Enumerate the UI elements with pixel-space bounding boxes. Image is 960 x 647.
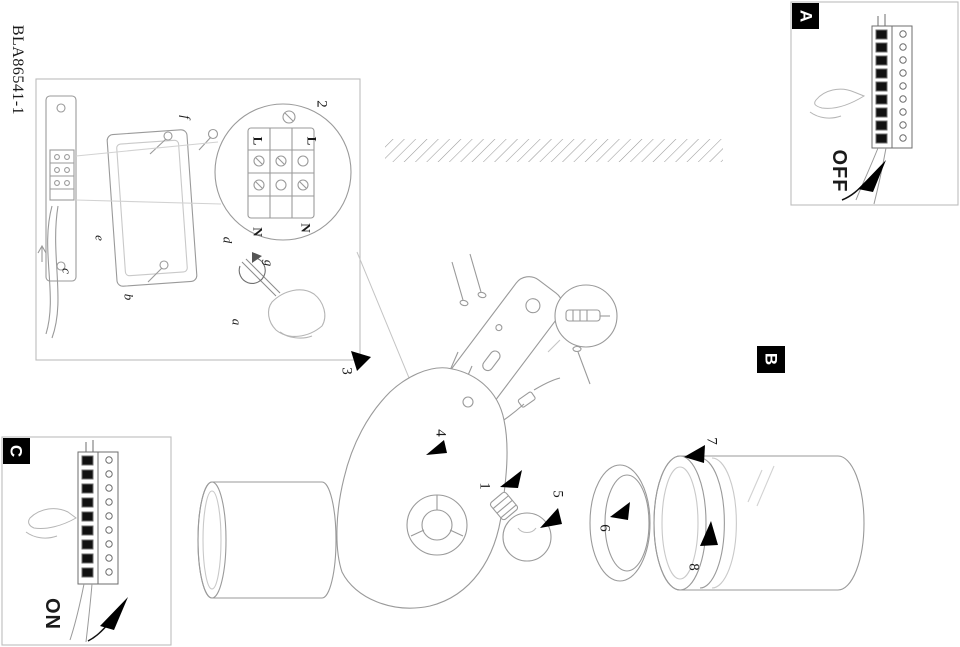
callout-b: b: [121, 293, 137, 301]
step-number-5: 5: [549, 490, 566, 498]
switch-strip-c: [69, 440, 119, 643]
step-number-8: 8: [685, 563, 702, 571]
step-number-7: 7: [703, 437, 720, 445]
detail-panel-number: 2: [313, 100, 330, 108]
arrow-step-3-icon: [351, 351, 371, 371]
panel-c-label: C: [6, 444, 26, 458]
arrow-step-1-icon: [500, 470, 522, 488]
panel-a-label-box: [792, 3, 819, 29]
callout-a: a: [229, 318, 245, 326]
terminal-detail-circle: [214, 103, 352, 241]
arrow-step-5-icon: [540, 508, 562, 528]
panel-b-label-box: [757, 346, 785, 373]
step-number-6: 6: [596, 524, 613, 532]
lamp-body-cylinder: [197, 481, 337, 599]
diffuser-ring: [589, 464, 651, 582]
step-number-4: 4: [432, 429, 449, 437]
panel-c-label-box: [3, 438, 30, 464]
terminal-label-n-2: N: [250, 227, 266, 237]
terminal-label-l-1: L: [304, 136, 320, 146]
panel-b-label: B: [761, 352, 781, 366]
outer-shade: [653, 455, 865, 591]
step-number-1: 1: [476, 482, 493, 490]
bulb: [489, 491, 552, 562]
arrow-step-7-icon: [684, 445, 705, 463]
hand-screwdriver: [238, 252, 326, 339]
step-number-3: 3: [338, 367, 355, 375]
off-arrow-icon: [841, 160, 886, 201]
callout-c: c: [59, 268, 75, 274]
off-state-label: OFF: [828, 149, 850, 193]
wall-bracket: [336, 367, 508, 609]
pointing-hand-icon-a: [809, 88, 866, 119]
callout-e: e: [92, 235, 108, 241]
callout-g: g: [261, 259, 277, 267]
panel-a-box: [790, 1, 959, 206]
on-state-label: ON: [41, 598, 63, 630]
part-number-label: BLA86541-1: [9, 24, 26, 116]
pointing-hand-icon-c: [25, 508, 77, 539]
arrow-step-4-icon: [426, 440, 447, 455]
callout-arrows: [351, 351, 718, 546]
panel-a-label: A: [796, 9, 816, 23]
terminal-label-n-1: N: [298, 223, 314, 233]
callout-f: f: [178, 115, 194, 119]
switch-strip-a: [855, 14, 913, 205]
wall-hatch-band: [385, 139, 723, 162]
on-arrow-icon: [87, 597, 128, 642]
arrow-step-6-icon: [610, 502, 630, 520]
panel-c-box: [1, 436, 172, 646]
callout-d: d: [220, 236, 236, 244]
arrow-step-8-icon: [700, 521, 718, 546]
wiring-detail-panel: [35, 78, 361, 361]
anchor-detail-circle: [547, 284, 618, 385]
terminal-label-l-2: L: [250, 136, 266, 146]
